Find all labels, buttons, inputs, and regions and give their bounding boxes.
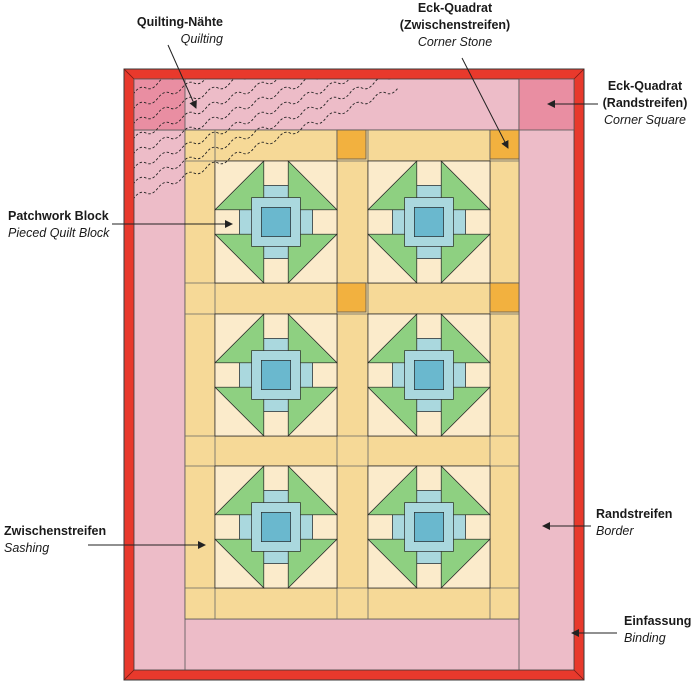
quilt-block bbox=[214, 313, 338, 437]
label-corner-stone: Eck-Quadrat (Zwischenstreifen) Corner St… bbox=[380, 0, 530, 51]
block-corner-background bbox=[367, 313, 418, 364]
block-corner-background bbox=[214, 465, 265, 516]
block-side-bar bbox=[367, 362, 393, 388]
label-sashing-en: Sashing bbox=[4, 541, 50, 555]
block-center-square bbox=[414, 360, 444, 390]
block-corner-background bbox=[287, 233, 338, 284]
label-sashing-de: Zwischenstreifen bbox=[4, 524, 107, 538]
quilt-block bbox=[367, 465, 491, 589]
block-side-bar bbox=[214, 209, 240, 235]
label-corner-square: Eck-Quadrat (Randstreifen) Corner Square bbox=[590, 78, 700, 129]
block-side-bar bbox=[263, 563, 289, 589]
block-corner-background bbox=[367, 538, 418, 589]
label-corner-square-de1: Eck-Quadrat bbox=[607, 79, 683, 93]
block-side-bar bbox=[367, 514, 393, 540]
quilt-block bbox=[214, 465, 338, 589]
block-corner-background bbox=[214, 313, 265, 364]
block-side-bar bbox=[312, 209, 338, 235]
quilting-line bbox=[134, 87, 399, 199]
corner-stone bbox=[489, 129, 520, 160]
block-side-bar bbox=[416, 160, 442, 186]
block-corner-background bbox=[367, 465, 418, 516]
block-side-bar bbox=[214, 362, 240, 388]
block-side-bar bbox=[416, 563, 442, 589]
block-corner-background bbox=[214, 386, 265, 437]
pointer-lines bbox=[88, 44, 617, 637]
block-corner-background bbox=[287, 465, 338, 516]
block-side-bar bbox=[416, 465, 442, 491]
label-corner-stone-en: Corner Stone bbox=[417, 35, 493, 49]
corner-stone bbox=[336, 282, 367, 313]
block-center-square bbox=[261, 360, 291, 390]
block-center-square bbox=[414, 207, 444, 237]
block-side-bar bbox=[263, 411, 289, 437]
block-side-bar bbox=[416, 258, 442, 284]
label-patchwork-block-en: Pieced Quilt Block bbox=[8, 226, 110, 240]
block-corner-background bbox=[287, 538, 338, 589]
binding-mitres bbox=[123, 68, 585, 681]
block-corner-background bbox=[287, 313, 338, 364]
block-corner-background bbox=[440, 233, 491, 284]
block-corner-background bbox=[214, 233, 265, 284]
block-side-bar bbox=[465, 209, 491, 235]
corner-stone bbox=[336, 129, 367, 160]
block-corner-background bbox=[367, 386, 418, 437]
block-side-bar bbox=[367, 209, 393, 235]
block-center-square bbox=[261, 207, 291, 237]
block-corner-background bbox=[440, 313, 491, 364]
label-binding: Einfassung Binding bbox=[624, 613, 700, 647]
quilt-blocks bbox=[214, 160, 491, 589]
label-border-en: Border bbox=[596, 524, 634, 538]
block-corner-background bbox=[214, 160, 265, 211]
block-corner-background bbox=[287, 386, 338, 437]
block-side-bar bbox=[263, 465, 289, 491]
label-sashing: Zwischenstreifen Sashing bbox=[4, 523, 134, 557]
block-corner-background bbox=[440, 538, 491, 589]
corner-stones bbox=[336, 129, 520, 313]
quilt-block bbox=[214, 160, 338, 284]
block-side-bar bbox=[465, 514, 491, 540]
block-side-bar bbox=[416, 411, 442, 437]
quilt-block bbox=[367, 313, 491, 437]
block-side-bar bbox=[263, 258, 289, 284]
block-corner-background bbox=[367, 233, 418, 284]
block-side-bar bbox=[263, 313, 289, 339]
label-corner-stone-de1: Eck-Quadrat bbox=[417, 1, 493, 15]
corner-square bbox=[133, 78, 186, 131]
block-center-square bbox=[414, 512, 444, 542]
label-patchwork-block: Patchwork Block Pieced Quilt Block bbox=[8, 208, 138, 242]
corner-stone bbox=[489, 282, 520, 313]
label-quilting-de: Quilting-Nähte bbox=[136, 15, 223, 29]
block-center-frame bbox=[404, 350, 454, 400]
label-quilting-en: Quilting bbox=[180, 32, 223, 46]
block-corner-background bbox=[214, 538, 265, 589]
quilt-block bbox=[367, 160, 491, 284]
label-binding-en: Binding bbox=[624, 631, 666, 645]
pointer-quilting bbox=[167, 44, 197, 109]
pointer-corner-stone bbox=[461, 57, 509, 149]
block-side-bar bbox=[312, 514, 338, 540]
label-binding-de: Einfassung bbox=[624, 614, 692, 628]
label-border: Randstreifen Border bbox=[596, 506, 696, 540]
block-side-bar bbox=[416, 313, 442, 339]
block-corner-background bbox=[440, 465, 491, 516]
quilting-line bbox=[134, 79, 392, 184]
block-corner-background bbox=[287, 160, 338, 211]
block-side-bar bbox=[465, 362, 491, 388]
block-corner-background bbox=[440, 386, 491, 437]
block-corner-background bbox=[367, 160, 418, 211]
quilting-stitches bbox=[134, 79, 399, 199]
label-border-de: Randstreifen bbox=[596, 507, 673, 521]
block-side-bar bbox=[312, 362, 338, 388]
block-center-square bbox=[261, 512, 291, 542]
block-corner-background bbox=[440, 160, 491, 211]
block-side-bar bbox=[214, 514, 240, 540]
label-corner-stone-de2: (Zwischenstreifen) bbox=[399, 18, 511, 32]
label-patchwork-block-de: Patchwork Block bbox=[8, 209, 109, 223]
label-corner-square-en: Corner Square bbox=[604, 113, 686, 127]
label-corner-square-de2: (Randstreifen) bbox=[602, 96, 688, 110]
block-side-bar bbox=[263, 160, 289, 186]
label-quilting: Quilting-Nähte Quilting bbox=[108, 14, 223, 48]
